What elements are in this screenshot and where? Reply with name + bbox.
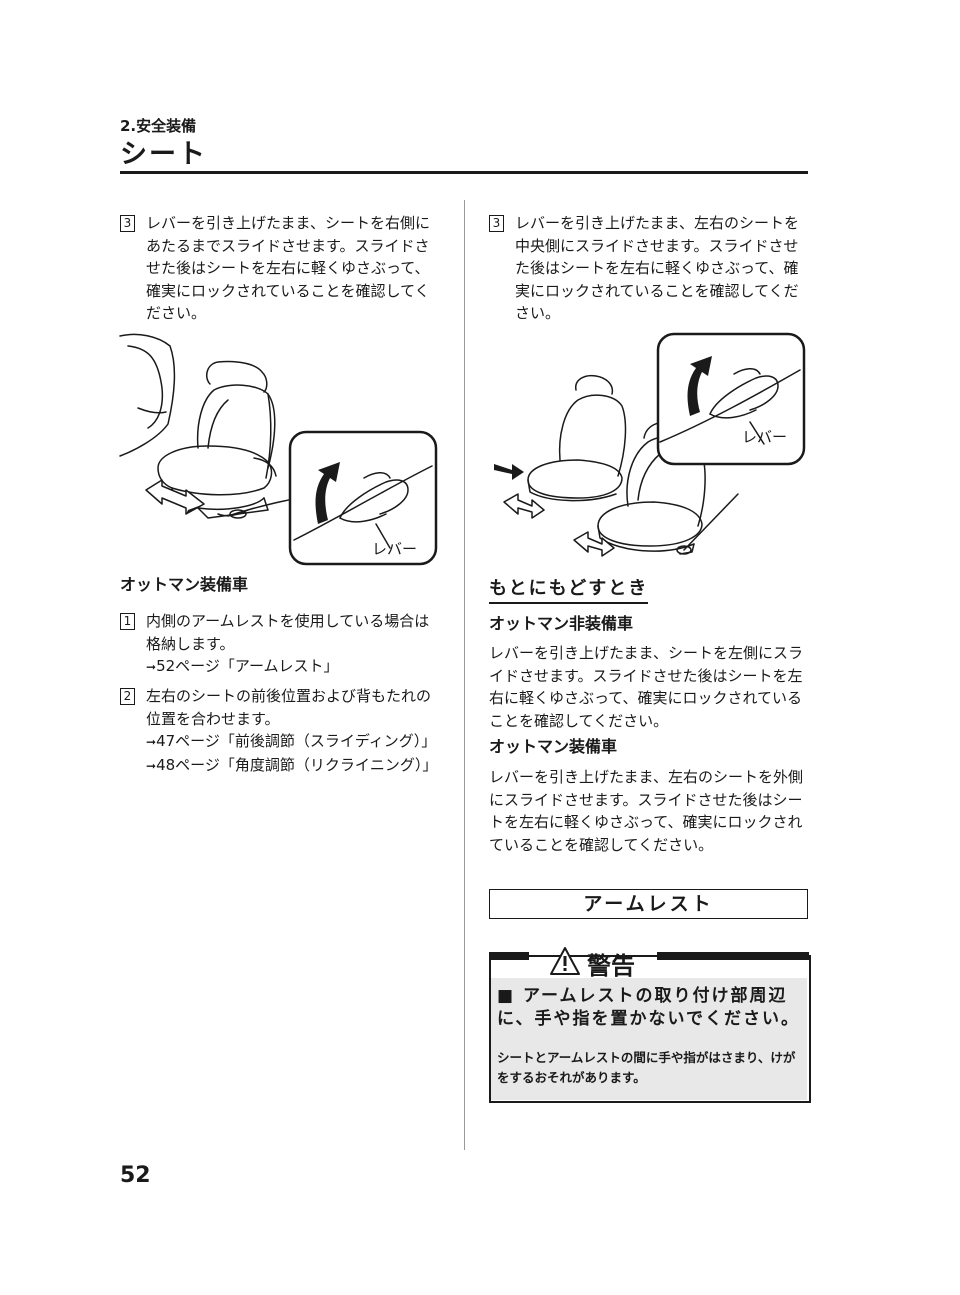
warning-body: シートとアームレストの間に手や指がはさまり、けがをするおそれがあります。 bbox=[497, 1050, 796, 1085]
warning-title: 警告 bbox=[587, 952, 635, 980]
left-step-3: 3 レバーを引き上げたまま、シートを右側にあたるまでスライドさせます。スライドさ… bbox=[120, 212, 438, 325]
warning-background bbox=[491, 978, 807, 1100]
armrest-heading-box: アームレスト bbox=[489, 889, 808, 919]
step-1-reference[interactable]: ➞52ページ「アームレスト」 bbox=[146, 657, 339, 675]
arrow-right-icon: ➞ bbox=[146, 660, 157, 674]
lever-label-right: レバー bbox=[742, 428, 788, 446]
step-number-2: 2 bbox=[120, 688, 135, 705]
step-number-3: 3 bbox=[120, 215, 135, 232]
step-number-1: 1 bbox=[120, 613, 135, 630]
warning-box bbox=[489, 955, 811, 1103]
step-1-text: 内側のアームレストを使用している場合は格納します。 bbox=[146, 612, 430, 653]
right-subheading-ottoman: オットマン装備車 bbox=[489, 737, 618, 756]
chapter-label: 2.安全装備 bbox=[120, 117, 197, 135]
seat-slide-right-illustration bbox=[119, 333, 438, 566]
left-step-2: 2 左右のシートの前後位置および背もたれの位置を合わせます。 ➞47ページ「前後… bbox=[120, 685, 438, 777]
step-2-text: 左右のシートの前後位置および背もたれの位置を合わせます。 bbox=[146, 687, 432, 728]
right-subheading-no-ottoman: オットマン非装備車 bbox=[489, 614, 634, 633]
section-title-return: もとにもどすとき bbox=[489, 578, 649, 604]
step-3-text: レバーを引き上げたまま、シートを右側にあたるまでスライドさせます。スライドさせた… bbox=[146, 214, 430, 322]
lever-label-left: レバー bbox=[372, 540, 418, 558]
step-number-3-right: 3 bbox=[489, 215, 504, 232]
warning-header-bar bbox=[489, 947, 809, 975]
arrow-right-icon: ➞ bbox=[146, 758, 157, 773]
right-paragraph-ottoman: レバーを引き上げたまま、左右のシートを外側にスライドさせます。スライドさせた後は… bbox=[489, 768, 803, 854]
right-step-3-text: レバーを引き上げたまま、左右のシートを中央側にスライドさせます。スライドさせた後… bbox=[515, 214, 799, 322]
page-number: 52 bbox=[120, 1163, 151, 1188]
left-subheading-ottoman: オットマン装備車 bbox=[120, 575, 249, 594]
seat-slide-center-illustration bbox=[494, 332, 806, 557]
warning-headline: ■ アームレストの取り付け部周辺に、手や指を置かないでください。 bbox=[497, 986, 800, 1029]
step-2-reference-sliding[interactable]: ➞47ページ「前後調節（スライディング）」 bbox=[146, 732, 437, 750]
warning-triangle-icon bbox=[550, 947, 580, 975]
right-paragraph-no-ottoman: レバーを引き上げたまま、シートを左側にスライドさせます。スライドさせた後はシート… bbox=[489, 644, 803, 730]
arrow-right-icon: ➞ bbox=[146, 735, 157, 749]
page-title: シート bbox=[120, 139, 207, 170]
left-step-1: 1 内側のアームレストを使用している場合は格納します。 ➞52ページ「アームレス… bbox=[120, 610, 438, 679]
header-rule bbox=[120, 171, 808, 174]
column-divider bbox=[464, 200, 465, 1150]
right-step-3: 3 レバーを引き上げたまま、左右のシートを中央側にスライドさせます。スライドさせ… bbox=[489, 212, 809, 325]
step-2-reference-reclining[interactable]: ➞48ページ「角度調節（リクライニング）」 bbox=[146, 755, 438, 774]
